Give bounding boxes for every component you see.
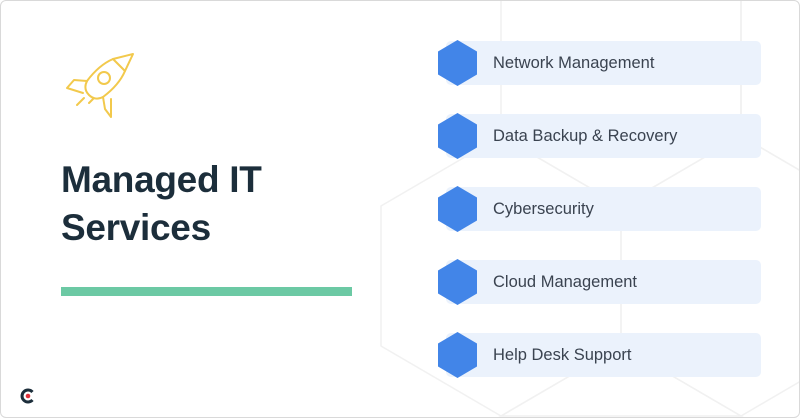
accent-bar <box>61 287 352 296</box>
list-item: Data Backup & Recovery <box>438 113 761 159</box>
rocket-icon <box>66 53 134 118</box>
item-background <box>446 41 761 85</box>
list-item: Cybersecurity <box>438 186 761 232</box>
item-background <box>446 187 761 231</box>
item-label: Cloud Management <box>493 273 638 291</box>
item-background <box>446 333 761 377</box>
title-line-2: Services <box>61 207 211 248</box>
brand-logo-icon <box>20 388 34 404</box>
item-label: Cybersecurity <box>493 200 594 218</box>
item-label: Network Management <box>493 54 655 72</box>
hexagon-icon <box>438 113 477 159</box>
item-label: Data Backup & Recovery <box>493 127 678 145</box>
hexagon-icon <box>438 186 477 232</box>
item-label: Help Desk Support <box>493 346 632 364</box>
hexagon-icon <box>438 40 477 86</box>
page-title: Managed IT Services <box>61 156 262 252</box>
item-background <box>446 114 761 158</box>
list-item: Network Management <box>438 40 761 86</box>
list-item: Help Desk Support <box>438 332 761 378</box>
list-item: Cloud Management <box>438 259 761 305</box>
hexagon-icon <box>438 332 477 378</box>
item-background <box>446 260 761 304</box>
title-line-1: Managed IT <box>61 159 262 200</box>
hexagon-icon <box>438 259 477 305</box>
